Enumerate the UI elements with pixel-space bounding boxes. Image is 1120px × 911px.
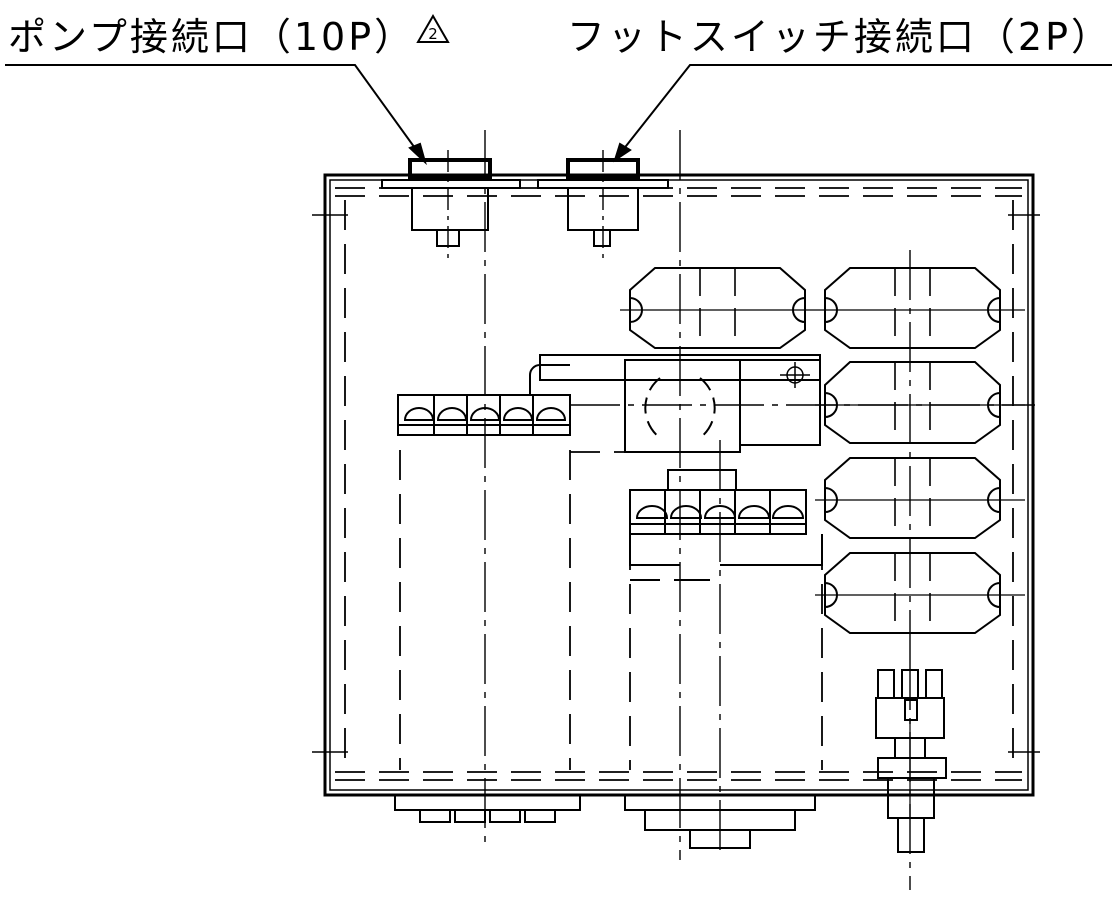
revision-triangle-mark: 2 [416, 14, 450, 43]
power-switch [875, 669, 947, 853]
fuse-holder-centerlines [620, 309, 1025, 596]
leader-lines [5, 64, 1112, 166]
terminal-block-center [629, 469, 823, 581]
foot-switch-connector-label: フットスイッチ接続口（2P） [566, 15, 1112, 59]
bottom-fittings [394, 794, 816, 849]
relay-unit [539, 354, 821, 453]
left-component-outline [399, 450, 823, 770]
revision-number: 2 [428, 25, 438, 43]
foot-switch-connector [537, 150, 669, 262]
terminal-block-left [397, 364, 571, 436]
pump-connector-label: ポンプ接続口（10P） [8, 15, 416, 59]
fuse-holders-col2 [824, 267, 1001, 634]
fuse-holder-inner-dashes [699, 268, 931, 633]
fuse-holders-col1 [629, 267, 806, 349]
pump-connector [381, 150, 521, 262]
center-lines [484, 130, 1035, 890]
